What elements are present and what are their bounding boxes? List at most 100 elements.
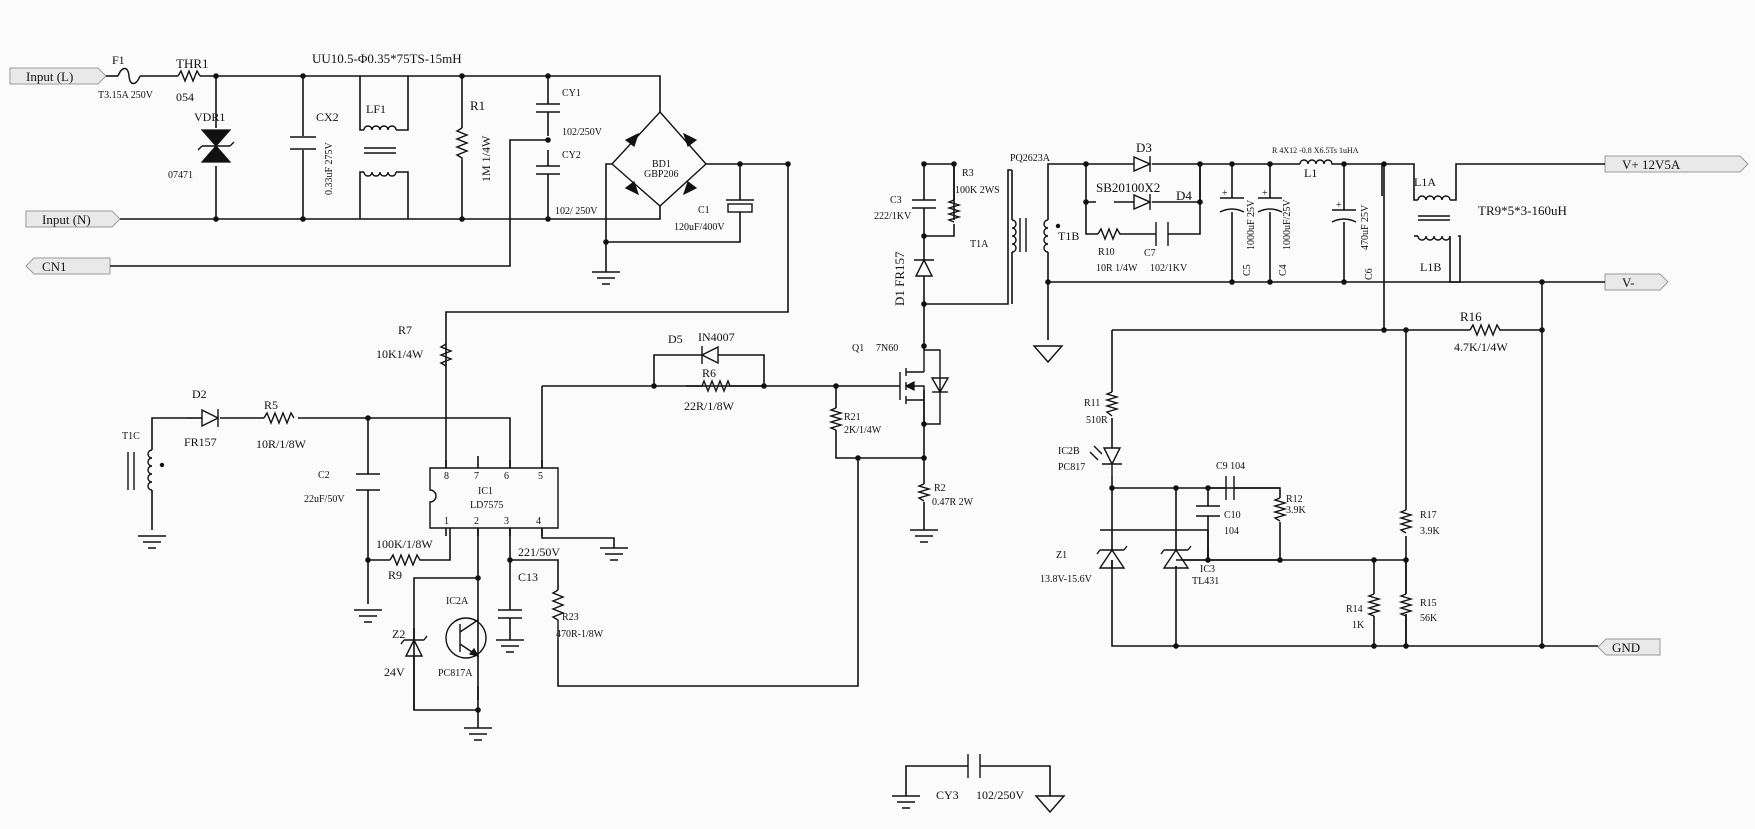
l1-label: L1 [1304,166,1317,180]
r21-label: R21 [844,412,861,423]
resistor-r23 [551,589,565,640]
c10-value: 104 [1224,526,1239,537]
c6-label: C6 [1364,268,1375,280]
cy1-value: 102/250V [562,127,603,138]
ground-symbol-ic2a [464,727,492,741]
cy2-value: 102/ 250V [555,206,598,217]
r9-label: R9 [388,568,402,582]
ic1-label: IC1 [478,486,493,497]
fuse-f1 [117,67,141,85]
connector-cn1: CN1 [25,257,111,275]
r6-value: 22R/1/8W [684,399,735,413]
c7-value: 102/1KV [1150,263,1188,274]
transformer-winding-t1c [127,449,165,491]
bridge-rectifier-bd1 [610,110,707,207]
r12-value: 3.9K [1286,505,1307,516]
r23-label: R23 [562,612,579,623]
capacitor-c10 [1196,505,1220,517]
d1-label: D1 FR157 [892,251,907,306]
r3-value: 100K 2WS [955,185,1000,196]
d4-label: D4 [1176,188,1192,203]
c5-value: 1000uF 25V [1246,199,1257,250]
c13-label: C13 [518,570,538,584]
c13-value: 221/50V [518,545,560,559]
svg-text:+: + [1222,188,1228,199]
r14-value: 1K [1352,620,1365,631]
ground-symbol-c2 [354,609,382,623]
c10-label: C10 [1224,510,1241,521]
l1b-label: L1B [1420,260,1441,274]
connector-input-l: Input (L) [9,67,107,85]
d5-label: D5 [668,332,683,346]
r17-label: R17 [1420,510,1437,521]
lf1-spec: UU10.5-Φ0.35*75TS-15mH [312,51,462,66]
resistor-r7 [439,343,453,367]
capacitor-c9 [1208,476,1280,500]
capacitor-c1 [726,199,754,226]
r10-value: 10R 1/4W [1096,263,1138,274]
capacitor-c6: + [1331,200,1357,223]
resistor-r9 [389,553,426,567]
r17-value: 3.9K [1420,526,1441,537]
connector-vplus: V+ 12V5A [1604,155,1749,173]
input-wires [106,75,788,272]
c4-label: C4 [1278,264,1289,276]
connector-gnd: GND [1597,638,1661,656]
t1c-label: T1C [122,431,140,442]
ground-symbol-c13 [496,639,524,653]
cy2-label: CY2 [562,150,581,161]
r15-value: 56K [1420,613,1438,624]
ic1-pin5: 5 [538,471,543,482]
d3-value: SB20100X2 [1096,180,1160,195]
r1-value: 1M 1/4W [479,135,493,182]
r7-label: R7 [398,323,412,337]
f1-label: F1 [112,53,125,67]
diode-d3 [1133,155,1152,173]
l1a-label: L1A [1414,175,1436,189]
lf1-label: LF1 [366,102,386,116]
c3-label: C3 [890,195,902,206]
ic2a-value: PC817A [438,668,473,679]
ic2b-value: PC817 [1058,462,1085,473]
r2-label: R2 [934,483,946,494]
resistor-r1 [455,127,469,160]
cy1-label: CY1 [562,88,581,99]
d5-value: IN4007 [698,330,735,344]
vminus-label: V- [1622,275,1635,290]
t1-spec: PQ2623A [1010,153,1051,164]
resistor-r16 [1469,323,1508,337]
c5-label: C5 [1242,264,1253,276]
resistor-r17 [1398,509,1414,534]
capacitor-c4: + [1257,188,1283,213]
input-n-label: Input (N) [42,212,91,227]
resistor-r5 [263,411,295,425]
r9-value: 100K/1/8W [376,537,433,551]
r16-value: 4.7K/1/4W [1454,340,1508,354]
d2-value: FR157 [184,435,217,449]
r23-value: 470R-1/8W [556,629,604,640]
mosfet-q1 [880,349,950,425]
varistor-vdr1 [197,129,235,163]
resistor-r6 [701,379,734,393]
l1a-value: TR9*5*3-160uH [1478,203,1567,218]
f1-value: T3.15A 250V [98,90,154,101]
r5-value: 10R/1/8W [256,437,307,451]
gnd-label: GND [1612,640,1640,655]
cx2-label: CX2 [316,110,339,124]
capacitor-c13 [498,609,522,619]
c1-value: 120uF/400V [674,222,725,233]
inductor-l1 [1299,159,1336,165]
ic3-value: TL431 [1192,576,1219,587]
r1-label: R1 [470,98,485,113]
capacitor-c7 [1155,222,1169,246]
diode-d1 [914,258,934,277]
input-l-label: Input (L) [26,69,73,84]
vplus-label: V+ 12V5A [1622,157,1681,172]
optocoupler-ic2a [445,617,487,659]
resistor-r21 [828,407,844,431]
r21-value: 2K/1/4W [844,425,882,436]
c6-value: 470uF 25V [1360,204,1371,250]
ic1-pin2: 2 [474,516,479,527]
zener-z1 [1096,545,1128,569]
resistor-r11 [1104,391,1120,417]
